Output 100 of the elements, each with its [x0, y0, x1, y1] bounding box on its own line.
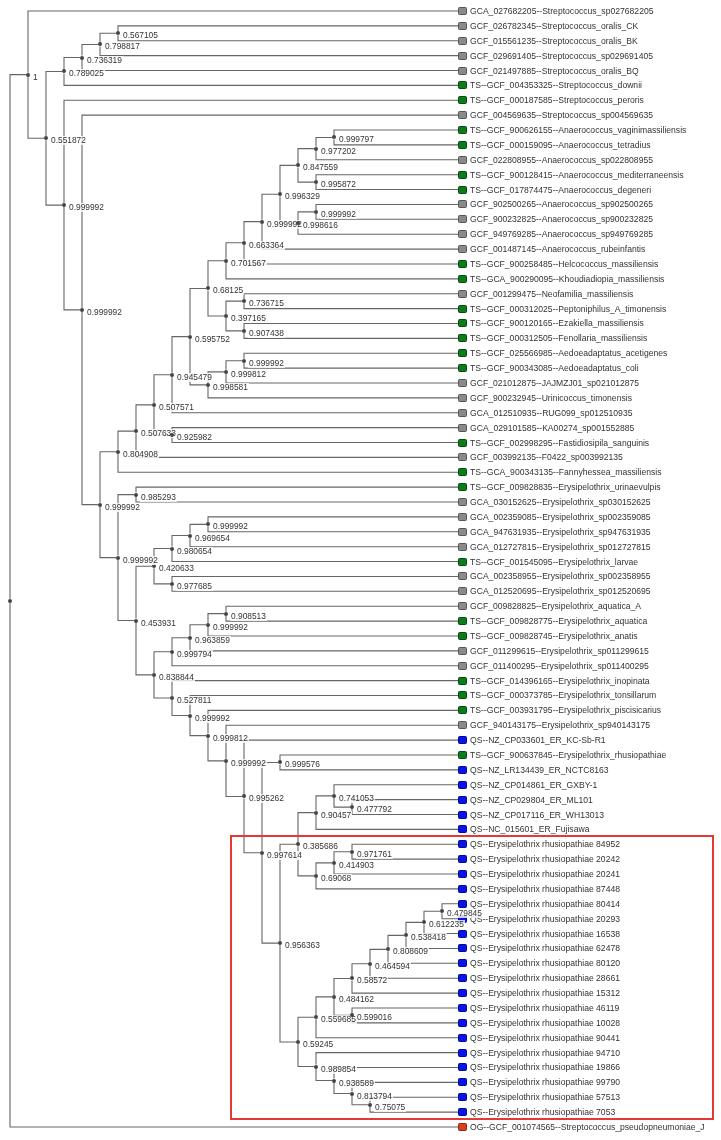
- taxon-label: QS--Erysipelothrix rhusiopathiae 57513: [470, 1092, 620, 1103]
- node-dot: [314, 180, 318, 185]
- tree-branch: [351, 979, 459, 994]
- support-value: 0.999992: [320, 209, 357, 219]
- tree-branch: [81, 43, 99, 57]
- tree-branch: [207, 737, 225, 762]
- support-value: 0.945479: [176, 372, 213, 382]
- taxon-label: TS--GCF_009828745--Erysipelothrix_anatis: [470, 630, 638, 641]
- tree-branch: [333, 784, 459, 795]
- node-dot: [296, 163, 300, 168]
- taxon-label: GCA_947631935--Erysipelothrix_sp947631935: [470, 526, 651, 537]
- node-dot: [206, 622, 210, 627]
- tree-branch: [333, 864, 459, 875]
- tree-branch: [45, 139, 63, 206]
- node-dot: [260, 219, 264, 224]
- tree-branch: [315, 1018, 459, 1039]
- node-dot: [224, 258, 228, 263]
- tree-branch: [225, 762, 243, 797]
- tree-branch: [135, 404, 153, 430]
- node-dot: [368, 961, 372, 966]
- support-value: 0.789025: [68, 69, 105, 79]
- taxon-label: QS--Erysipelothrix rhusiopathiae 84952: [470, 839, 620, 850]
- support-value: 0.68125: [212, 286, 245, 296]
- tree-branch: [315, 213, 459, 220]
- taxon-label: TS--GCF_000373785--Erysipelothrix_tonsillarum: [470, 690, 657, 701]
- support-value: 0.551872: [50, 136, 87, 146]
- tree-branch: [225, 360, 243, 371]
- node-dot: [314, 810, 318, 815]
- node-dot: [80, 307, 84, 312]
- node-dot: [170, 649, 174, 654]
- support-value: 0.838844: [158, 672, 195, 682]
- tree-branch: [315, 814, 459, 830]
- taxon-label: QS--Erysipelothrix rhusiopathiae 7053: [470, 1107, 616, 1118]
- tree-branch: [315, 174, 459, 181]
- support-value: 0.969654: [194, 533, 231, 543]
- taxon-label: TS--GCF_002998295--Fastidiosipila_sanguinis: [470, 437, 650, 448]
- tree-branch: [171, 637, 189, 651]
- tree-branch: [27, 10, 459, 74]
- node-dot: [314, 873, 318, 878]
- taxon-label: GCA_029101585--KA00274_sp001552885: [470, 422, 635, 433]
- node-dot: [296, 1039, 300, 1044]
- tree-branch: [369, 948, 387, 963]
- node-dot: [116, 449, 120, 454]
- tree-branch: [225, 724, 459, 760]
- tree-branch: [279, 944, 297, 1043]
- support-value: 0.907438: [248, 328, 285, 338]
- node-dot: [242, 328, 246, 333]
- node-dot: [296, 842, 300, 847]
- support-value: 0.999797: [338, 135, 375, 145]
- support-value: 0.595752: [194, 334, 231, 344]
- node-dot: [278, 192, 282, 197]
- taxon-label: QS--NZ_CP014861_ER_GXBY-1: [470, 779, 598, 790]
- support-value: 0.999992: [86, 307, 123, 317]
- support-value: 0.464594: [374, 961, 411, 971]
- tree-branch: [117, 25, 459, 32]
- support-value: 0.956363: [284, 941, 321, 951]
- support-value: 0.977202: [320, 146, 357, 156]
- taxon-label: TS--GCF_900120165--Ezakiella_massiliensis: [470, 318, 644, 329]
- support-value: 0.938589: [338, 1078, 375, 1088]
- tree-branch: [171, 653, 459, 667]
- taxon-label: TS--GCF_004353325--Streptococcus_downii: [470, 80, 642, 91]
- tree-branch: [279, 763, 459, 771]
- support-value: 0.798817: [104, 42, 141, 52]
- tree-branch: [171, 680, 459, 697]
- tree-branch: [153, 567, 171, 585]
- support-value: 0.69068: [320, 873, 353, 883]
- taxon-label: TS--GCF_000187585--Streptococcus_peroris: [470, 95, 644, 106]
- tree-branch: [189, 523, 207, 535]
- node-dot: [242, 299, 246, 304]
- taxon-label: QS--Erysipelothrix rhusiopathiae 80414: [470, 898, 620, 909]
- node-dot: [224, 314, 228, 319]
- node-dot: [422, 920, 426, 925]
- taxon-label: TS--GCF_000159095--Anaerococcus_tetradius: [470, 139, 651, 150]
- tree-branch: [207, 289, 225, 317]
- tree-branch: [207, 709, 459, 735]
- node-dot: [152, 564, 156, 569]
- tree-branch: [45, 70, 63, 137]
- taxon-label: QS--Erysipelothrix rhusiopathiae 16538: [470, 928, 620, 939]
- tree-branch: [261, 854, 279, 944]
- tree-branch: [315, 203, 459, 211]
- support-value: 0.999812: [212, 733, 249, 743]
- taxon-label: QS--NC_015601_ER_Fujisawa: [470, 824, 590, 835]
- tree-branch: [315, 996, 333, 1016]
- tree-branch: [171, 699, 189, 717]
- node-dot: [170, 581, 174, 586]
- tree-branch: [63, 206, 81, 311]
- tree-branch: [81, 114, 459, 309]
- tree-branch: [189, 717, 207, 737]
- tree-branch: [243, 244, 459, 265]
- tree-branch: [171, 534, 189, 548]
- tree-branch: [297, 166, 315, 183]
- support-value: 0.453931: [140, 618, 177, 628]
- tree-branch: [171, 550, 459, 563]
- support-value: 0.701567: [230, 258, 267, 268]
- support-value: 0.559685: [320, 1015, 357, 1025]
- support-value: 0.90457: [320, 810, 353, 820]
- taxon-label: GCA_027682205--Streptococcus_sp027682205: [470, 6, 654, 16]
- tree-branch: [297, 1043, 315, 1068]
- taxon-label: GCA_030152625--Erysipelothrix_sp030152625: [470, 497, 651, 508]
- taxon-label: TS--GCF_900637845--Erysipelothrix_rhusiopathiae: [470, 750, 667, 760]
